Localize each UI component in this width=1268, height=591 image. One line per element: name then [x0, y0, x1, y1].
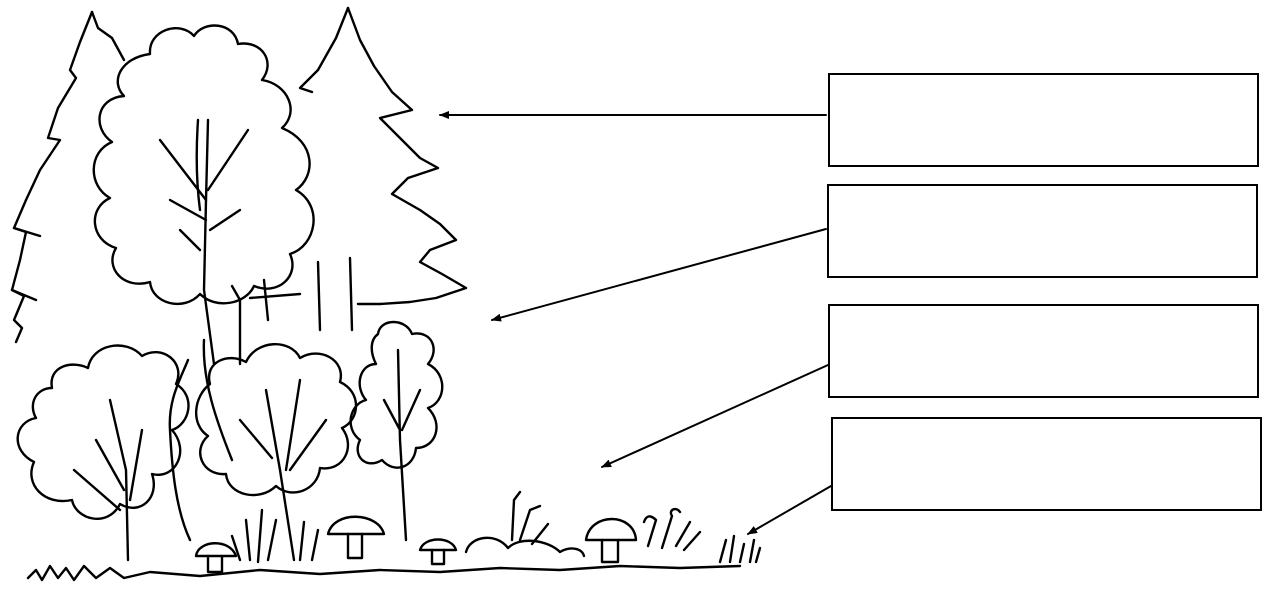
deciduous-tree	[92, 24, 315, 366]
label-box-small-tree-layer[interactable]	[827, 184, 1258, 278]
arrow-to-small-tree-layer	[491, 228, 827, 322]
mushroom-icon	[194, 542, 238, 574]
left-spruce-tree	[10, 10, 126, 344]
mushroom-icon	[418, 538, 458, 566]
ground-cover	[26, 490, 762, 582]
arrow-to-shrub-layer	[601, 364, 829, 468]
label-box-shrub-layer[interactable]	[828, 304, 1259, 398]
mushroom-icon	[326, 515, 386, 560]
right-spruce-tree	[298, 6, 468, 332]
label-box-ground-layer[interactable]	[831, 417, 1262, 511]
bushes	[16, 320, 444, 562]
mushroom-icon	[584, 517, 638, 564]
arrow-to-ground-layer	[747, 485, 832, 535]
label-box-tree-layer[interactable]	[828, 73, 1259, 167]
